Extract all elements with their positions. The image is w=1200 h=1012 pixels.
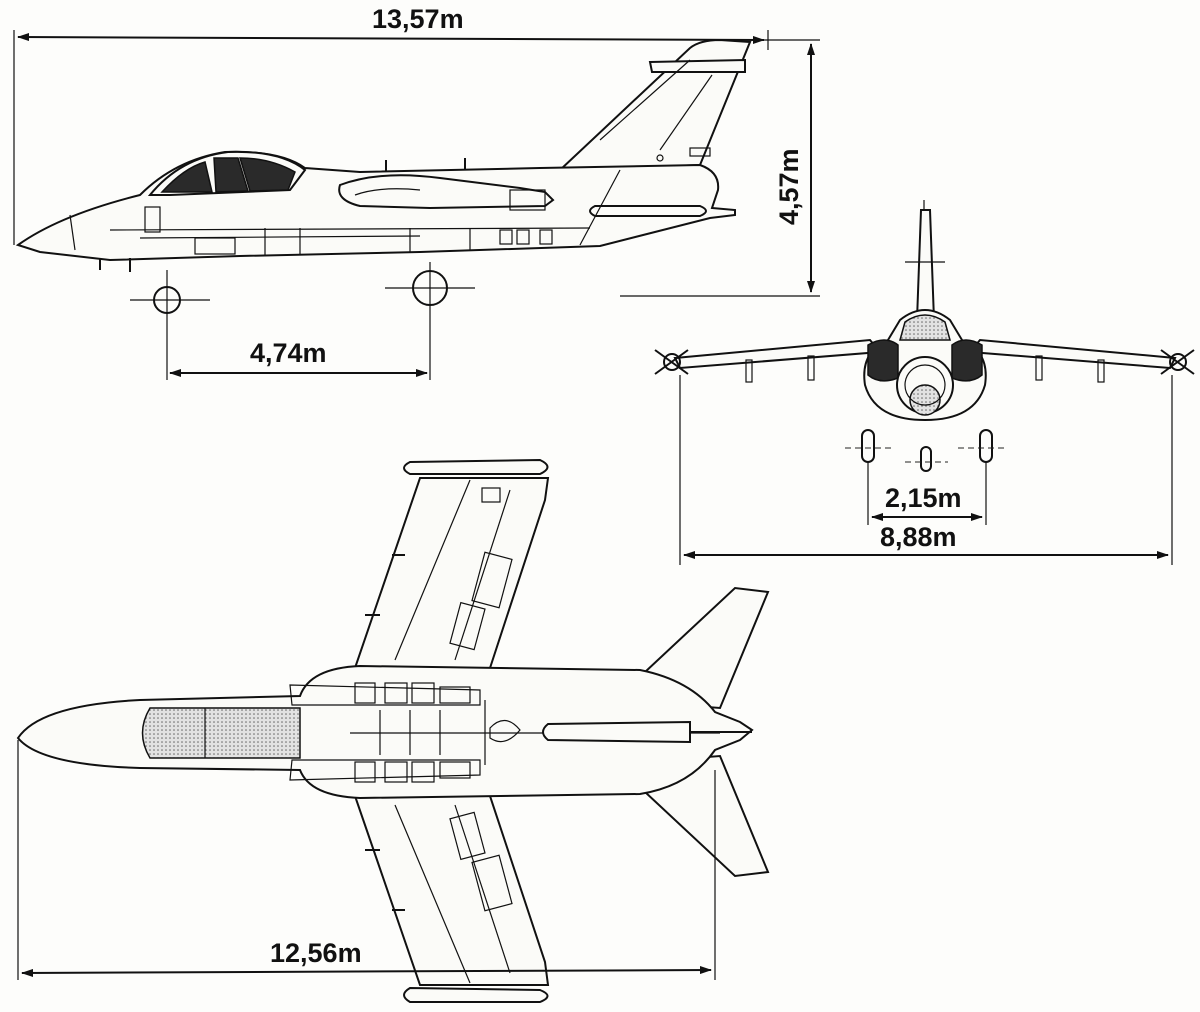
front-view: [654, 200, 1195, 565]
plan-view: [16, 458, 770, 1003]
nose-wheel-symbol: [130, 270, 210, 380]
height-label: 4,57m: [774, 148, 804, 225]
side-view: [13, 30, 820, 380]
main-wheel-symbol: [385, 262, 475, 380]
plan-length-label: 12,56m: [270, 938, 362, 968]
front-gear-symbols: [845, 429, 1005, 525]
length-label: 13,57m: [372, 4, 464, 34]
wingspan-label: 8,88m: [880, 522, 957, 552]
dimension-lines: [17, 33, 1169, 977]
wheelbase-label: 4,74m: [250, 338, 327, 368]
track-label: 2,15m: [885, 483, 962, 513]
